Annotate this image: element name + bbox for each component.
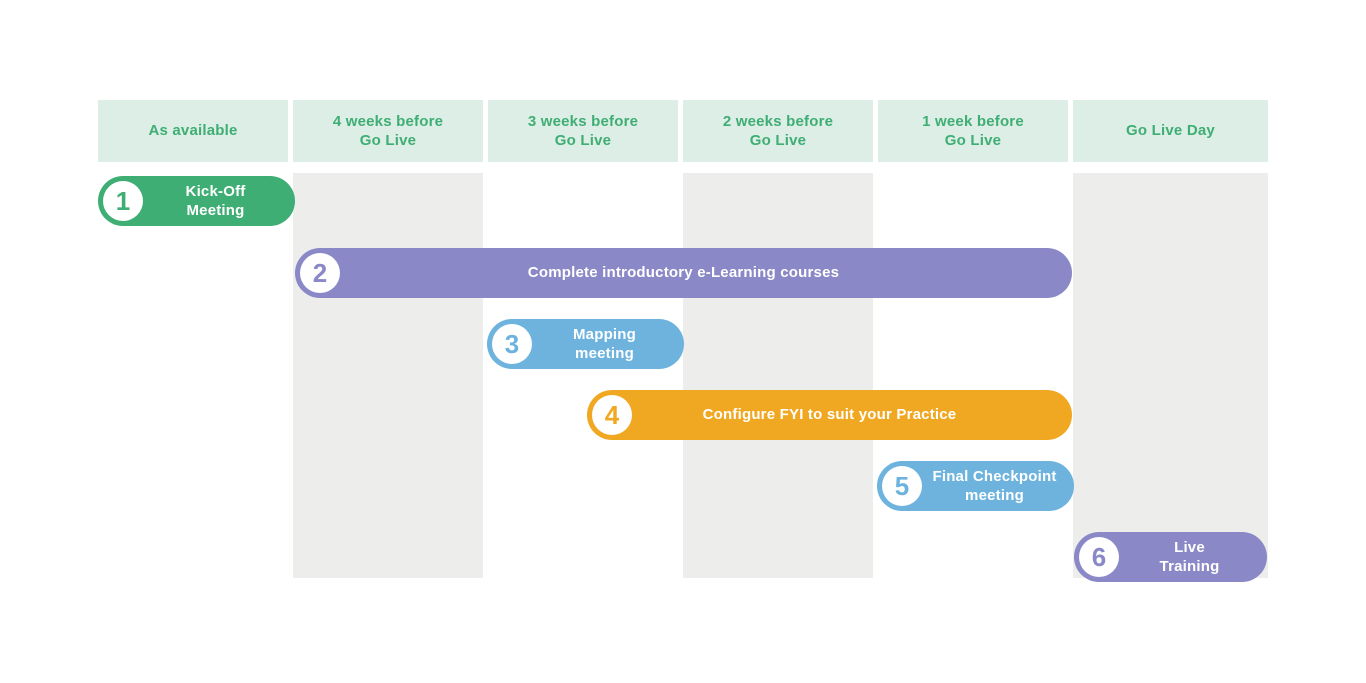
task-bar-configure-fyi: 4 Configure FYI to suit your Practice: [587, 390, 1072, 440]
task-number-badge: 1: [103, 181, 143, 221]
column-header-2-weeks-before: 2 weeks before Go Live: [683, 100, 873, 162]
task-label: Configure FYI to suit your Practice: [702, 406, 957, 424]
column-stripe-go-live-day: [1073, 173, 1268, 578]
task-number: 2: [312, 257, 328, 288]
task-label: Kick-Off Meeting: [185, 182, 246, 220]
column-header-4-weeks-before: 4 weeks before Go Live: [293, 100, 483, 162]
task-bar-final-checkpoint-meeting: 5 Final Checkpoint meeting: [877, 461, 1074, 511]
task-label: Live Training: [1159, 538, 1220, 576]
column-header-as-available: As available: [98, 100, 288, 162]
task-number: 6: [1091, 541, 1107, 572]
task-number: 3: [504, 328, 520, 359]
task-number: 5: [894, 470, 910, 501]
task-number: 1: [115, 185, 131, 216]
task-label: Mapping meeting: [572, 325, 637, 363]
column-stripe-2-weeks-before: [683, 173, 873, 578]
task-bar-kick-off-meeting: 1 Kick-Off Meeting: [98, 176, 295, 226]
task-number-badge: 3: [492, 324, 532, 364]
task-number-badge: 2: [300, 253, 340, 293]
task-bar-mapping-meeting: 3 Mapping meeting: [487, 319, 684, 369]
column-header-go-live-day: Go Live Day: [1073, 100, 1268, 162]
column-header-1-week-before: 1 week before Go Live: [878, 100, 1068, 162]
column-stripe-4-weeks-before: [293, 173, 483, 578]
task-bar-elearning-courses: 2 Complete introductory e-Learning cours…: [295, 248, 1072, 298]
column-header-3-weeks-before: 3 weeks before Go Live: [488, 100, 678, 162]
task-number: 4: [604, 399, 620, 430]
task-label: Complete introductory e-Learning courses: [527, 264, 840, 282]
task-label: Final Checkpoint meeting: [932, 467, 1057, 505]
task-number-badge: 6: [1079, 537, 1119, 577]
task-number-badge: 4: [592, 395, 632, 435]
task-bar-live-training: 6 Live Training: [1074, 532, 1267, 582]
task-number-badge: 5: [882, 466, 922, 506]
